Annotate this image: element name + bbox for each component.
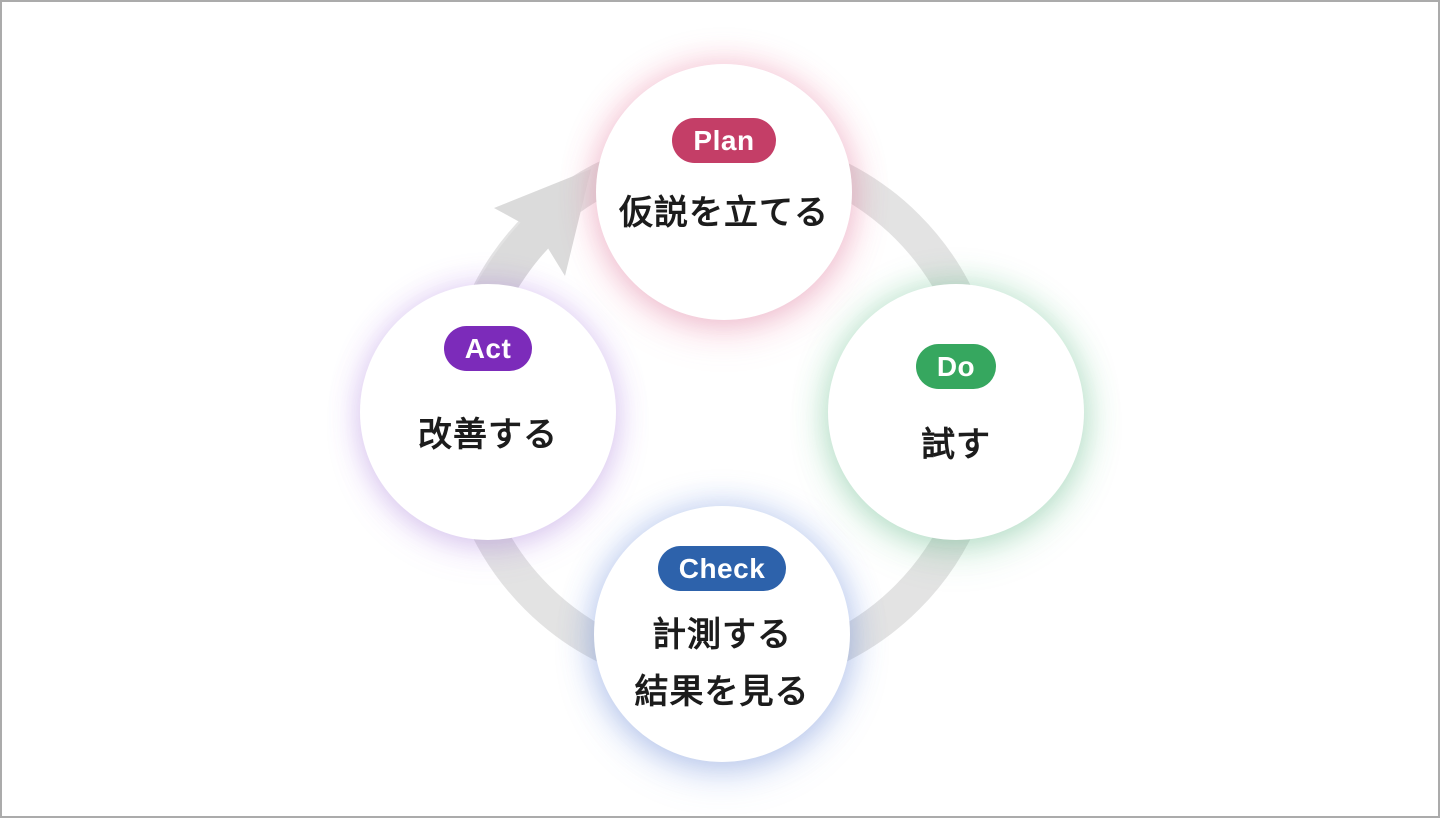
act-badge: Act	[443, 326, 533, 371]
plan-description: 仮説を立てる	[619, 185, 829, 242]
check-description: 計測する 結果を見る	[635, 607, 810, 721]
do-description-line: 試す	[921, 426, 991, 464]
node-do: Do 試す	[828, 284, 1084, 540]
act-description: 改善する	[418, 407, 558, 464]
plan-badge: Plan	[672, 118, 776, 163]
plan-description-line: 仮説を立てる	[619, 194, 829, 232]
act-description-line: 改善する	[418, 416, 558, 454]
check-badge: Check	[657, 546, 787, 591]
do-description: 試す	[921, 417, 991, 474]
check-description-line: 結果を見る	[634, 673, 810, 711]
check-description-line: 計測する	[652, 616, 792, 654]
node-act: Act 改善する	[360, 284, 616, 540]
cycle-arrowhead-icon	[494, 169, 591, 276]
do-badge: Do	[915, 344, 997, 389]
node-check: Check 計測する 結果を見る	[594, 506, 850, 762]
node-plan: Plan 仮説を立てる	[596, 64, 852, 320]
